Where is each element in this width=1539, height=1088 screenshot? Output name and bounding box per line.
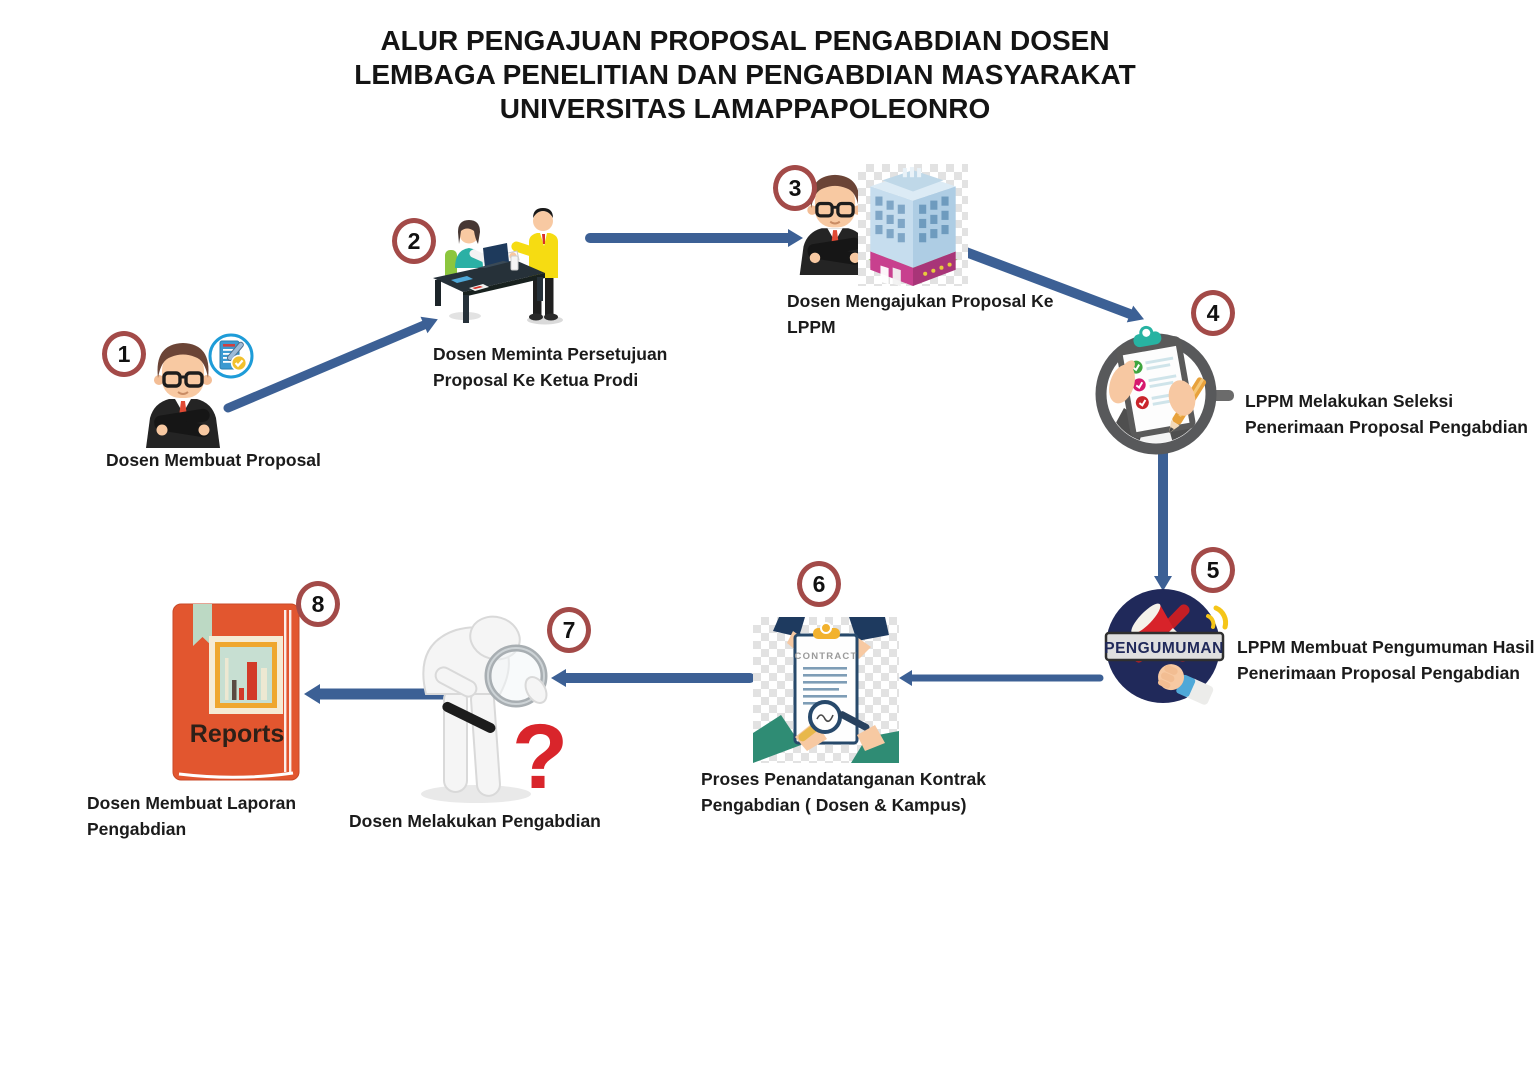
step-6-badge: 6 [797,561,841,607]
step-3-label: Dosen Mengajukan Proposal Ke LPPM [787,288,1053,340]
step-4-label-line2: Penerimaan Proposal Pengabdian [1245,417,1528,437]
arrow-step6-to-step7 [551,669,755,687]
arrow-step4-to-step5 [1154,447,1172,591]
announcement-megaphone-icon: PENGUMUMAN [1104,589,1229,705]
step-8-badge: 8 [296,581,340,627]
step-7-label-line1: Dosen Melakukan Pengabdian [349,811,601,831]
step-1-number: 1 [117,340,131,367]
step-7-badge: 7 [547,607,591,653]
step-3-badge: 3 [773,165,817,211]
step-6-label-line1: Proses Penandatanganan Kontrak [701,769,986,789]
step-6-number: 6 [812,570,826,597]
step-5-illustration: PENGUMUMAN [1104,586,1274,708]
step-5-label-line1: LPPM Membuat Pengumuman Hasil [1237,637,1535,657]
step-3-label-line2: LPPM [787,317,836,337]
inspection-figure-icon: ? [421,615,568,808]
step-1-badge: 1 [102,331,146,377]
arrow-step5-to-step6 [899,670,1104,686]
arrow-step2-to-step3 [585,229,803,247]
reports-book-icon: Reports [172,603,300,781]
step-2-label: Dosen Meminta Persetujuan Proposal Ke Ke… [433,341,667,393]
step-5-badge: 5 [1191,547,1235,593]
step-2-illustration [425,198,577,328]
contract-header-text: CONTRACT [795,651,858,662]
step-4-label-line1: LPPM Melakukan Seleksi [1245,391,1454,411]
step-6-label-line2: Pengabdian ( Dosen & Kampus) [701,795,967,815]
step-7-label: Dosen Melakukan Pengabdian [349,808,601,834]
title-line-1: ALUR PENGAJUAN PROPOSAL PENGABDIAN DOSEN [380,25,1110,56]
campus-building-icon [868,167,958,286]
step-8-label-line1: Dosen Membuat Laporan [87,793,297,813]
step-2-number: 2 [407,227,421,254]
step-6-illustration: CONTRACT [753,617,899,763]
step-7-number: 7 [562,616,576,643]
step-1-label: Dosen Membuat Proposal [106,447,321,473]
title-line-2: LEMBAGA PENELITIAN DAN PENGABDIAN MASYAR… [354,59,1136,90]
step-8-illustration: Reports [171,602,305,782]
step-4-badge: 4 [1191,290,1235,336]
step-8-label-line2: Pengabdian [87,819,187,839]
contract-signing-icon: CONTRACT [753,617,899,763]
arrow-step3-to-step4 [937,238,1144,323]
question-mark-glyph: ? [512,706,568,808]
title-line-3: UNIVERSITAS LAMAPPAPOLEONRO [499,93,991,124]
step-5-label: LPPM Membuat Pengumuman Hasil Penerimaan… [1237,634,1535,686]
pengumuman-banner-text: PENGUMUMAN [1104,640,1224,657]
proposal-document-icon [208,333,254,379]
step-4-number: 4 [1206,299,1220,326]
diagram-title: ALUR PENGAJUAN PROPOSAL PENGABDIAN DOSEN… [0,24,1490,126]
step-3-building-wrap [858,164,968,286]
step-5-label-line2: Penerimaan Proposal Pengabdian [1237,663,1520,683]
step-3-number: 3 [788,174,802,201]
step-5-number: 5 [1206,556,1220,583]
step-2-badge: 2 [392,218,436,264]
step-2-label-line1: Dosen Meminta Persetujuan [433,344,668,364]
step-8-number: 8 [311,590,325,617]
step-6-label: Proses Penandatanganan Kontrak Pengabdia… [701,766,986,818]
step-4-label: LPPM Melakukan Seleksi Penerimaan Propos… [1245,388,1528,440]
step-8-label: Dosen Membuat Laporan Pengabdian [87,790,296,842]
step-1-doc-badge [207,332,255,380]
step-1-label-line1: Dosen Membuat Proposal [106,450,321,470]
step-3-label-line1: Dosen Mengajukan Proposal Ke [787,291,1054,311]
arrow-step1-to-step2 [223,316,438,413]
reports-cover-title: Reports [190,720,284,748]
selection-checklist-icon [1095,325,1234,455]
step-2-label-line2: Proposal Ke Ketua Prodi [433,370,639,390]
desk-approval-meeting-icon [433,208,563,325]
step-4-illustration [1090,322,1235,457]
step-7-illustration: ? [398,596,578,808]
